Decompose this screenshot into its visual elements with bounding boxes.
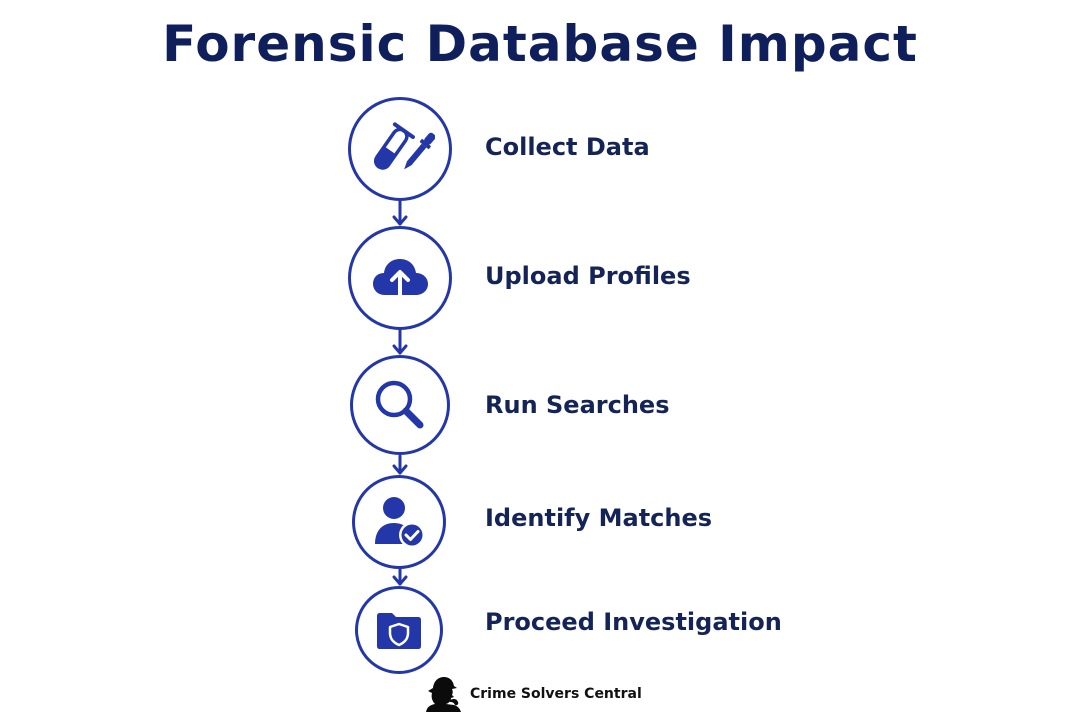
step-label-proceed-investigation: Proceed Investigation	[485, 608, 782, 636]
connector-arrow-1	[392, 215, 408, 226]
connector-arrow-4	[392, 575, 408, 586]
step-node-identify-matches	[352, 475, 446, 569]
step-label-collect-data: Collect Data	[485, 133, 650, 161]
connector-arrow-3	[392, 464, 408, 475]
brand-name: Crime Solvers Central	[470, 686, 642, 702]
step-node-proceed-investigation	[355, 586, 443, 674]
folder-shield-icon	[377, 613, 421, 649]
user-check-icon	[375, 497, 425, 548]
detective-silhouette-icon	[426, 677, 461, 712]
step-label-upload-profiles: Upload Profiles	[485, 262, 691, 290]
page-title: Forensic Database Impact	[162, 15, 918, 73]
brand: Crime Solvers Central	[424, 676, 642, 712]
step-node-collect-data	[348, 97, 452, 201]
step-node-upload-profiles	[348, 226, 452, 330]
step-label-run-searches: Run Searches	[485, 391, 670, 419]
step-node-run-searches	[350, 355, 450, 455]
cloud-upload-icon	[373, 259, 428, 297]
test-tube-and-dropper-icon	[373, 122, 435, 170]
step-label-identify-matches: Identify Matches	[485, 504, 713, 532]
connector-arrow-2	[392, 344, 408, 355]
magnifying-glass-icon	[375, 380, 424, 429]
